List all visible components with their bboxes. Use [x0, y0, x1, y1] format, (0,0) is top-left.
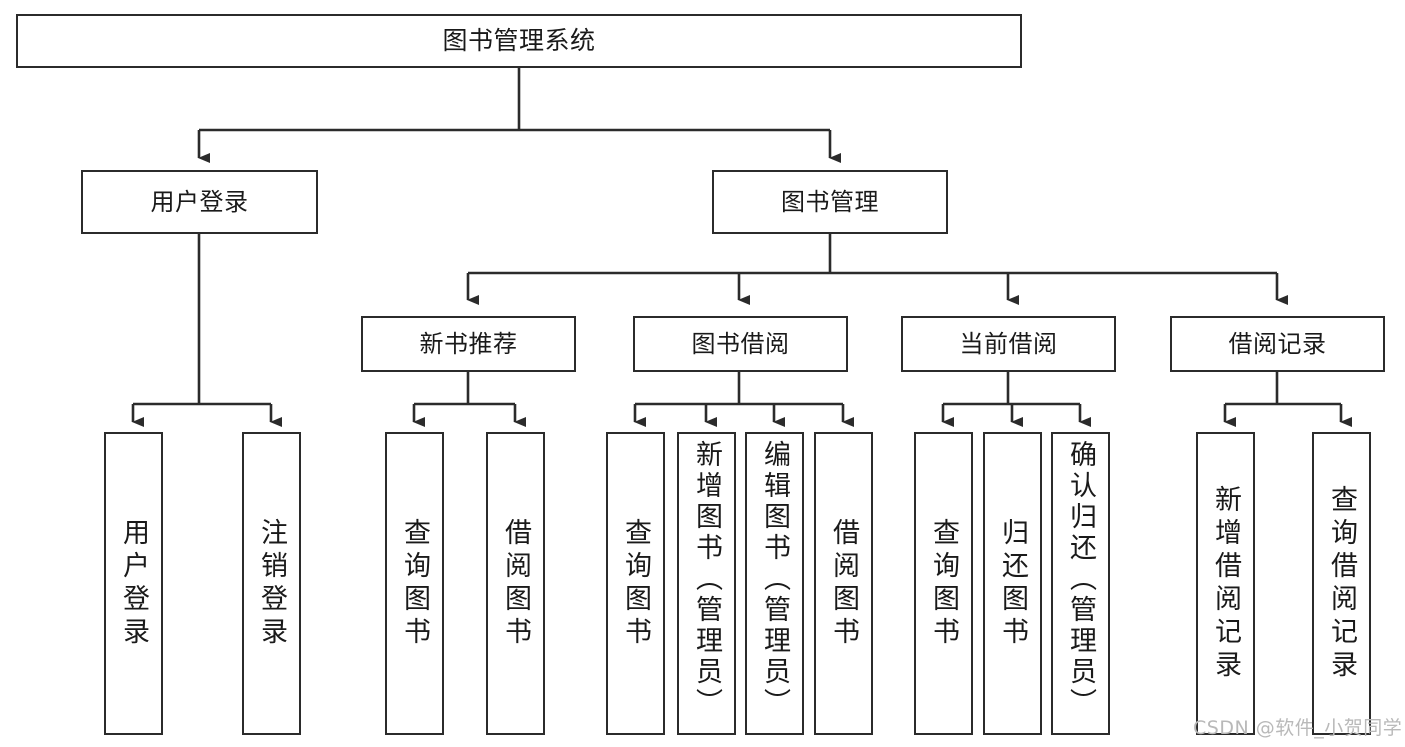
node-leaf-confirm-return-label: 确认归还（管理员）	[1065, 440, 1096, 719]
node-book-borrow[interactable]: 图书借阅	[633, 316, 848, 372]
watermark: CSDN @软件_小贺同学	[1193, 717, 1403, 739]
node-leaf-query-book-1[interactable]: 查询图书	[385, 432, 444, 735]
node-borrow-record[interactable]: 借阅记录	[1170, 316, 1385, 372]
node-book-management-label: 图书管理	[781, 187, 879, 216]
node-leaf-edit-book-label: 编辑图书（管理员）	[759, 440, 790, 719]
node-leaf-borrow-book-2[interactable]: 借阅图书	[814, 432, 873, 735]
node-leaf-user-login-label: 用户登录	[118, 517, 149, 650]
node-leaf-return-book[interactable]: 归还图书	[983, 432, 1042, 735]
node-new-book-recommend-label: 新书推荐	[419, 329, 518, 358]
node-leaf-add-record-label: 新增借阅记录	[1210, 484, 1241, 683]
node-leaf-borrow-book-2-label: 借阅图书	[828, 517, 859, 650]
node-current-borrow[interactable]: 当前借阅	[901, 316, 1116, 372]
node-leaf-confirm-return[interactable]: 确认归还（管理员）	[1051, 432, 1110, 735]
node-leaf-borrow-book-1-label: 借阅图书	[500, 517, 531, 650]
node-leaf-edit-book[interactable]: 编辑图书（管理员）	[745, 432, 804, 735]
node-root[interactable]: 图书管理系统	[16, 14, 1022, 68]
node-root-label: 图书管理系统	[442, 26, 596, 55]
node-leaf-user-logout[interactable]: 注销登录	[242, 432, 301, 735]
node-leaf-return-book-label: 归还图书	[997, 517, 1028, 650]
node-leaf-query-record-label: 查询借阅记录	[1326, 484, 1357, 683]
node-leaf-query-book-2[interactable]: 查询图书	[606, 432, 665, 735]
node-current-borrow-label: 当前借阅	[959, 329, 1058, 358]
node-leaf-query-book-2-label: 查询图书	[620, 517, 651, 650]
node-leaf-add-book[interactable]: 新增图书（管理员）	[677, 432, 736, 735]
node-borrow-record-label: 借阅记录	[1228, 329, 1327, 358]
node-leaf-user-login[interactable]: 用户登录	[104, 432, 163, 735]
node-user-login[interactable]: 用户登录	[81, 170, 318, 234]
node-leaf-query-book-3[interactable]: 查询图书	[914, 432, 973, 735]
node-leaf-query-book-3-label: 查询图书	[928, 517, 959, 650]
node-leaf-query-book-1-label: 查询图书	[399, 517, 430, 650]
node-book-management[interactable]: 图书管理	[712, 170, 948, 234]
node-leaf-add-record[interactable]: 新增借阅记录	[1196, 432, 1255, 735]
node-leaf-add-book-label: 新增图书（管理员）	[691, 440, 722, 719]
node-leaf-user-logout-label: 注销登录	[256, 517, 287, 650]
node-leaf-borrow-book-1[interactable]: 借阅图书	[486, 432, 545, 735]
node-new-book-recommend[interactable]: 新书推荐	[361, 316, 576, 372]
node-user-login-label: 用户登录	[150, 187, 249, 216]
node-leaf-query-record[interactable]: 查询借阅记录	[1312, 432, 1371, 735]
node-book-borrow-label: 图书借阅	[691, 329, 790, 358]
